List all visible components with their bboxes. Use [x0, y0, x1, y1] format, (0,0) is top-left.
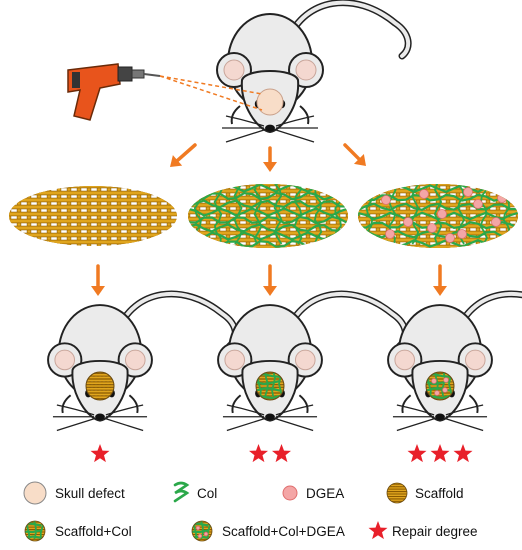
- legend-scaffold-label: Scaffold: [415, 486, 464, 501]
- power-drill-icon: [67, 63, 263, 121]
- mouse-icon: [47, 290, 239, 432]
- scaffold-plain: [9, 186, 177, 246]
- arrows-to-scaffolds: [170, 143, 366, 172]
- legend-scaffold-col-dgea-swatch: [191, 520, 213, 542]
- implant-scaffold: [85, 371, 115, 401]
- legend-scaffold-col-label: Scaffold+Col: [55, 524, 132, 539]
- star-icon: [249, 444, 268, 463]
- mouse-icon: [216, 0, 412, 143]
- implant-scaffold-col-dgea: [425, 371, 455, 401]
- scaffold-with-col-dgea: [358, 184, 518, 248]
- legend-scaffold-swatch: [386, 482, 408, 504]
- star-icon: [430, 444, 450, 463]
- star-icon: [272, 444, 291, 463]
- legend-star-icon: [368, 521, 388, 540]
- repair-degree-stars: [90, 444, 110, 463]
- repair-degree-stars: [407, 444, 473, 463]
- legend-skull-defect-label: Skull defect: [55, 486, 125, 501]
- legend-col-swatch: [173, 481, 190, 503]
- down-arrow-icon: [91, 264, 105, 296]
- down-arrow-icon: [263, 264, 277, 296]
- star-icon: [453, 444, 473, 463]
- star-icon: [368, 521, 388, 540]
- scaffold-with-col: [188, 184, 348, 248]
- star-icon: [90, 444, 110, 463]
- arrows-to-mice: [91, 264, 447, 296]
- legend-dgea-label: DGEA: [306, 486, 344, 501]
- down-arrow-icon: [263, 146, 277, 172]
- legend-scaffold-col-dgea-label: Scaffold+Col+DGEA: [222, 524, 345, 539]
- repair-degree-stars: [249, 444, 291, 463]
- legend-scaffold-col-swatch: [24, 520, 46, 542]
- star-icon: [407, 444, 427, 463]
- mouse-icon: [387, 290, 522, 432]
- legend: Skull defect Col DGEA Scaffold Scaffold+…: [23, 481, 478, 542]
- legend-skull-defect-swatch: [23, 481, 47, 505]
- down-arrow-icon: [170, 143, 197, 167]
- down-arrow-icon: [433, 264, 447, 296]
- down-arrow-icon: [343, 143, 366, 166]
- legend-col-label: Col: [197, 486, 217, 501]
- mouse-icon: [217, 290, 409, 432]
- legend-repair-degree-label: Repair degree: [392, 524, 478, 539]
- legend-dgea-swatch: [282, 485, 298, 501]
- skull-defect-circle: [256, 88, 284, 116]
